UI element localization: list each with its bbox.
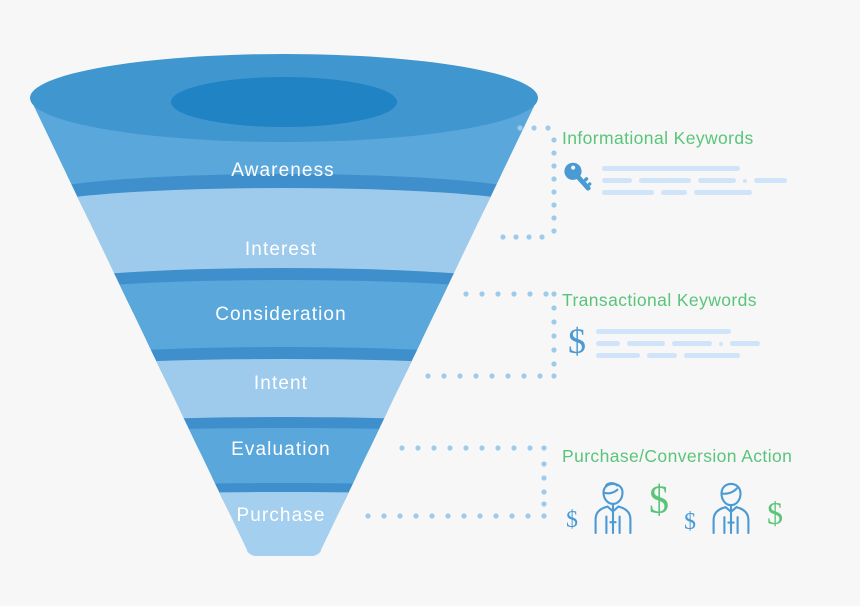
- key-icon: [562, 158, 596, 203]
- placeholder-bar: [730, 341, 760, 346]
- placeholder-row: [596, 329, 760, 334]
- placeholder-bar: [596, 353, 640, 358]
- funnel-label-interest: Interest: [245, 239, 317, 260]
- placeholder-bar: [627, 341, 665, 346]
- funnel-label-evaluation: Evaluation: [231, 439, 331, 460]
- placeholder-bar: [672, 341, 712, 346]
- placeholder-row: [602, 178, 787, 183]
- placeholder-bar: [596, 341, 620, 346]
- funnel-graphic: Awareness Interest Consideration Intent …: [28, 36, 540, 556]
- placeholder-bar: [698, 178, 736, 183]
- placeholder-bar: [602, 190, 654, 195]
- funnel-bottom-tip: [247, 540, 321, 556]
- person-male-icon: [712, 482, 750, 535]
- dollar-sign-icon: $: [684, 509, 696, 535]
- callout-title-informational: Informational Keywords: [562, 128, 754, 148]
- callout-purchase-conversion-action: Purchase/Conversion Action $: [562, 446, 792, 535]
- funnel-svg: Awareness Interest Consideration Intent …: [30, 54, 538, 556]
- conversion-bracket: [365, 445, 547, 519]
- placeholder-lines-informational: [602, 166, 787, 195]
- placeholder-bar: [684, 353, 740, 358]
- placeholder-bar: [647, 353, 677, 358]
- people-icon-row: $ $: [562, 477, 792, 535]
- svg-text:$: $: [566, 507, 578, 533]
- placeholder-row: [596, 341, 760, 346]
- placeholder-lines-transactional: [596, 329, 760, 358]
- transactional-bracket: [425, 291, 557, 379]
- callout-title-conversion: Purchase/Conversion Action: [562, 446, 793, 466]
- person-female-icon: [594, 482, 632, 535]
- dollar-sign-icon: $: [649, 477, 669, 522]
- callout-informational-keywords: Informational Keywords: [562, 128, 787, 203]
- callout-title-transactional: Transactional Keywords: [562, 290, 757, 310]
- placeholder-bar: [596, 329, 731, 334]
- funnel-top-hole: [171, 77, 397, 127]
- placeholder-dot: [743, 178, 747, 183]
- informational-bracket: [500, 125, 557, 240]
- placeholder-row: [602, 190, 787, 195]
- placeholder-bar: [661, 190, 687, 195]
- placeholder-bar: [754, 178, 787, 183]
- funnel-label-awareness: Awareness: [231, 160, 335, 181]
- dollar-sign-icon: $: [566, 507, 578, 533]
- svg-text:$: $: [684, 509, 696, 535]
- placeholder-bar: [602, 166, 740, 171]
- placeholder-row: [602, 166, 787, 171]
- dollar-sign-icon: $: [562, 320, 592, 367]
- placeholder-bar: [639, 178, 691, 183]
- placeholder-row: [596, 353, 760, 358]
- dollar-sign-icon: $: [767, 495, 783, 531]
- placeholder-dot: [719, 341, 723, 346]
- placeholder-block-transactional: $: [562, 320, 760, 367]
- placeholder-bar: [602, 178, 632, 183]
- funnel-label-consideration: Consideration: [215, 304, 347, 325]
- svg-text:$: $: [767, 495, 783, 531]
- funnel-label-intent: Intent: [254, 373, 308, 394]
- placeholder-bar: [694, 190, 752, 195]
- callout-transactional-keywords: Transactional Keywords $: [562, 290, 760, 367]
- svg-text:$: $: [649, 477, 669, 522]
- placeholder-block-informational: [562, 158, 787, 203]
- funnel-label-purchase: Purchase: [236, 505, 325, 526]
- svg-text:$: $: [568, 321, 586, 361]
